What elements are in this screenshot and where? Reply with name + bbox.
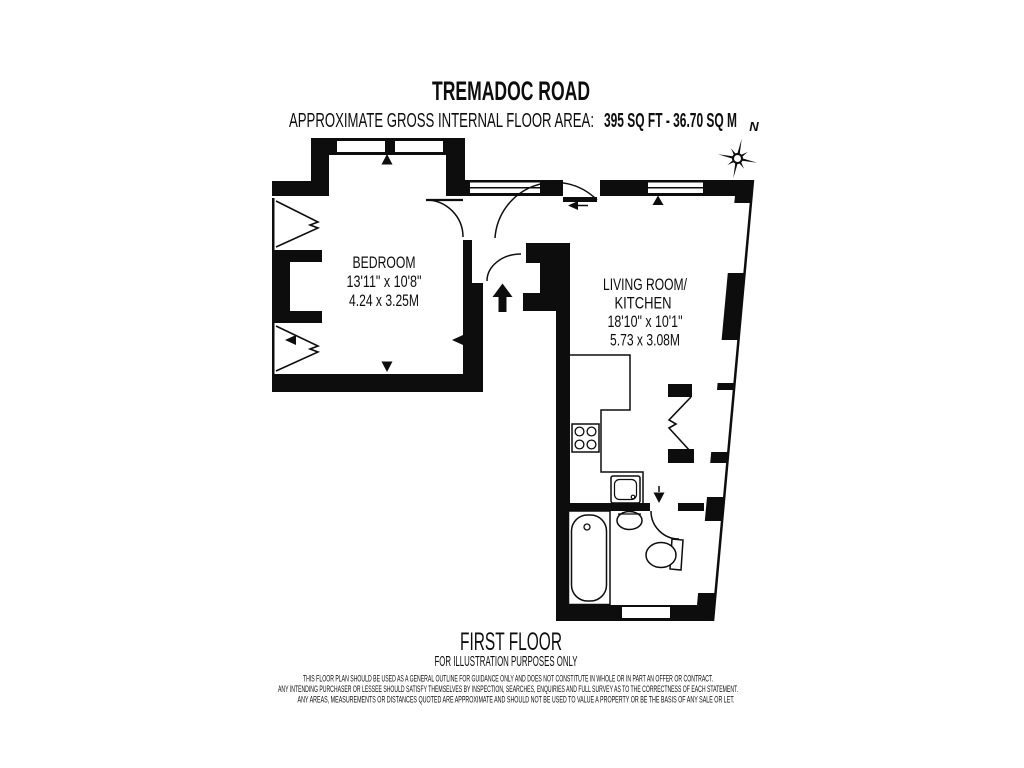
disclaimer-line-2: ANY INTENDING PURCHASER OR LESSEE SHOULD… xyxy=(278,684,738,695)
living-room-dimensions-imperial: 18'10" x 10'1" xyxy=(608,312,683,331)
stairs-door-arc xyxy=(486,253,522,282)
living-room-name-line2: KITCHEN xyxy=(615,294,672,313)
bay-window-sashes xyxy=(275,200,692,453)
area-value: 395 SQ FT - 36.70 SQ M xyxy=(604,110,737,132)
living-room-dimensions-metric: 5.73 x 3.08M xyxy=(610,331,680,350)
bedroom-door-arc xyxy=(425,199,464,238)
north-label: N xyxy=(749,119,759,134)
hob-icon xyxy=(571,423,600,453)
bathroom-sink-icon xyxy=(616,510,643,531)
kitchen-counter xyxy=(570,354,644,503)
bedroom-label: BEDROOM 13'11" x 10'8" 4.24 x 3.25M xyxy=(347,253,422,310)
area-label: APPROXIMATE GROSS INTERNAL FLOOR AREA: xyxy=(289,110,594,132)
kitchen-area xyxy=(570,354,644,504)
stairs-up-arrow-icon xyxy=(492,283,513,312)
bedroom-dimensions-metric: 4.24 x 3.25M xyxy=(349,291,419,310)
bathroom-door-arc xyxy=(650,510,680,540)
entrance-door-arc xyxy=(494,181,598,239)
living-room-label: LIVING ROOM/ KITCHEN 18'10" x 10'1" 5.73… xyxy=(603,275,687,350)
kitchen-sink-icon xyxy=(610,475,641,504)
slant-wall-outer-line xyxy=(711,179,755,622)
living-room-name-line1: LIVING ROOM/ xyxy=(603,275,687,294)
disclaimer-line-1: THIS FLOOR PLAN SHOULD BE USED AS A GENE… xyxy=(303,674,713,685)
door-arcs xyxy=(425,181,680,540)
walls xyxy=(272,138,753,621)
bedroom-name: BEDROOM xyxy=(353,253,416,272)
bathroom xyxy=(567,510,684,606)
compass-rose-icon: N xyxy=(717,119,759,179)
floor-label: FIRST FLOOR xyxy=(460,628,562,656)
disclaimer-line-3: ANY AREAS, MEASUREMENTS OR DISTANCES QUO… xyxy=(298,695,735,706)
page-title: TREMADOC ROAD xyxy=(432,76,590,106)
bedroom-dimensions-imperial: 13'11" x 10'8" xyxy=(347,272,422,291)
illustration-note: FOR ILLUSTRATION PURPOSES ONLY xyxy=(435,653,578,670)
wall-tick-markers xyxy=(285,154,665,503)
toilet-icon xyxy=(645,538,684,571)
bathtub-icon xyxy=(567,510,611,606)
